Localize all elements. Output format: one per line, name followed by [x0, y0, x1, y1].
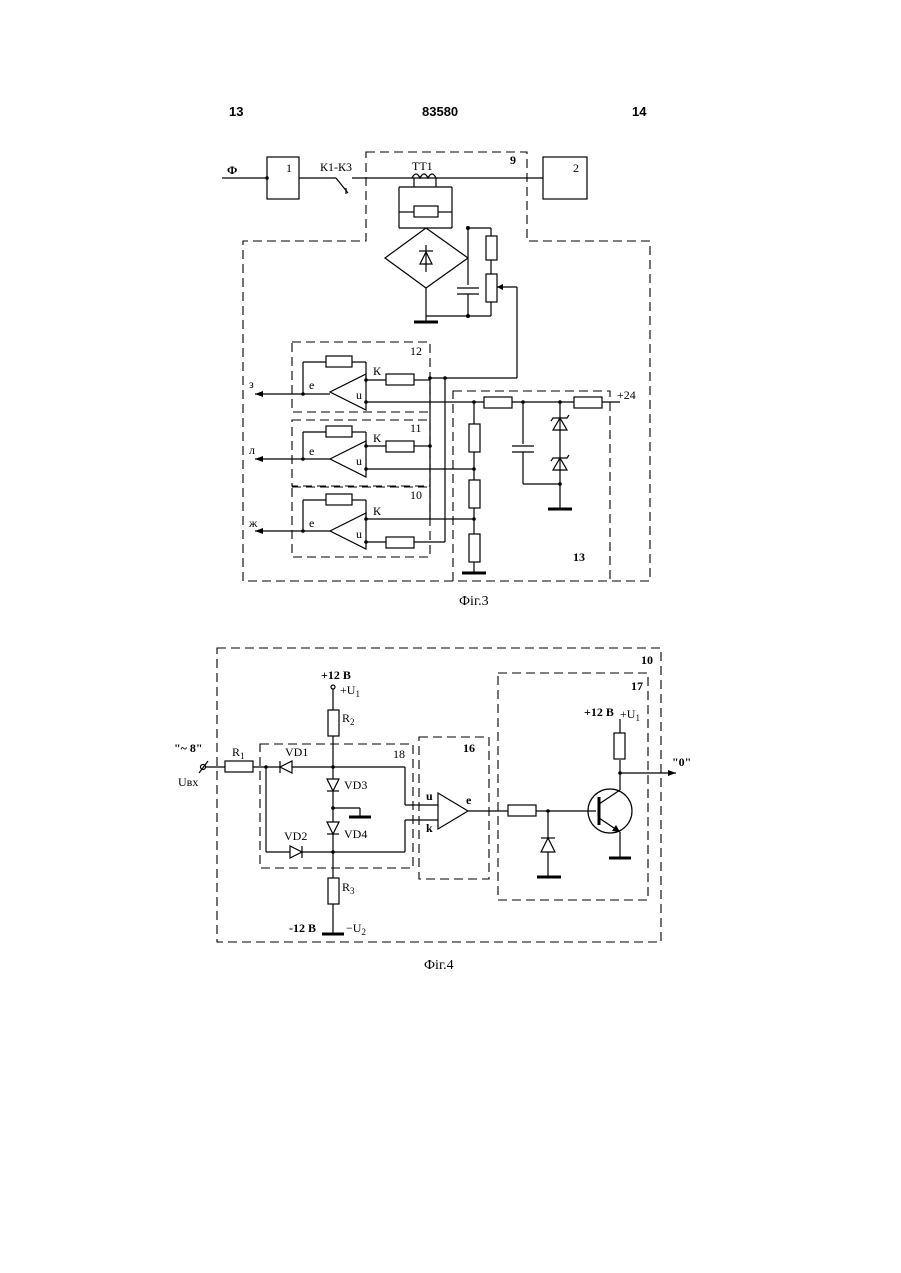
svg-text:10: 10	[410, 488, 422, 502]
t-u-label: +U1	[620, 707, 640, 723]
vd3-label: VD3	[344, 778, 367, 792]
vd1-label: VD1	[285, 745, 308, 759]
svg-text:u: u	[356, 454, 362, 468]
comparator-16	[438, 793, 468, 829]
block-18-number: 18	[393, 747, 405, 761]
diode-vd2	[290, 846, 302, 858]
pin-u-label: u	[426, 789, 433, 803]
svg-text:e: e	[309, 516, 314, 530]
block-9-number: 9	[510, 153, 516, 167]
supply-24-label: +24	[617, 388, 636, 402]
diode-vd4	[327, 822, 339, 834]
phase-label: Ф	[227, 163, 237, 177]
t-supply-label: +12 В	[584, 705, 614, 719]
r1-label: R1	[232, 745, 245, 761]
comparator-block-10: 10 e ж К u	[248, 487, 474, 557]
resistor-base	[508, 805, 536, 816]
output-label: "0"	[672, 755, 691, 769]
block-2	[543, 157, 587, 199]
resistor-r2	[328, 710, 339, 736]
fig3-resistor-shunt	[414, 206, 438, 217]
output-z-label: з	[249, 377, 254, 391]
switch-label: К1-К3	[320, 160, 352, 174]
svg-text:e: e	[309, 378, 314, 392]
svg-text:12: 12	[410, 344, 422, 358]
resistor-r3	[328, 878, 339, 904]
svg-text:u: u	[356, 388, 362, 402]
diode-vd3	[327, 779, 339, 791]
input-voltage-label: Uвх	[178, 775, 198, 789]
block-1-number: 1	[286, 161, 292, 175]
block-17-number: 17	[631, 679, 643, 693]
figure-4: 10 +12 В +U1 R2 18 "~ 8" Uвх R1 VD1 VD3	[174, 648, 691, 973]
output-zh-label: ж	[248, 516, 258, 530]
fig3-caption: Фіг.3	[459, 594, 489, 609]
neg-u-label: −U2	[346, 921, 366, 937]
resistor-r1	[225, 761, 253, 772]
comparator-block-11: 11 e л К u	[249, 420, 474, 486]
comparator-block-12: 12 e з К u	[249, 342, 620, 412]
zener-base	[541, 838, 555, 852]
resistor-collector	[614, 733, 625, 759]
block-18-outline	[260, 744, 413, 868]
pos-supply-label: +12 В	[321, 668, 351, 682]
input-label: "~ 8"	[174, 741, 203, 755]
svg-text:К: К	[373, 504, 382, 518]
output-l-label: л	[249, 443, 255, 457]
block-13-number: 13	[573, 550, 585, 564]
r3-label: R3	[342, 880, 355, 896]
pin-k-label: k	[426, 821, 433, 835]
fig4-block-10-number: 10	[641, 653, 653, 667]
block-16-number: 16	[463, 741, 475, 755]
output-arrow	[668, 770, 676, 776]
fig3-potentiometer	[486, 274, 497, 302]
svg-text:11: 11	[410, 421, 422, 435]
pin-e-label: e	[466, 793, 472, 807]
svg-text:e: e	[309, 444, 314, 458]
svg-text:u: u	[356, 527, 362, 541]
r2-label: R2	[342, 711, 355, 727]
diode-vd1	[280, 761, 292, 773]
fig4-caption: Фіг.4	[424, 958, 454, 973]
vd4-label: VD4	[344, 827, 367, 841]
fig3-resistor-divider	[486, 236, 497, 260]
block-2-number: 2	[573, 161, 579, 175]
vd2-label: VD2	[284, 829, 307, 843]
transformer-label: ТТ1	[412, 159, 433, 173]
figure-3: 9 Ф 1 К1-К3 ТТ1 2	[222, 152, 650, 609]
block-1	[267, 157, 299, 199]
pos-u-label: +U1	[340, 683, 360, 699]
block-16-outline	[419, 737, 489, 879]
neg-supply-label: -12 В	[289, 921, 316, 935]
block-9-outline	[243, 152, 650, 581]
pos-supply-terminal	[331, 685, 335, 689]
svg-text:К: К	[373, 364, 382, 378]
svg-text:К: К	[373, 431, 382, 445]
fig3-resistor-supply	[484, 397, 512, 408]
